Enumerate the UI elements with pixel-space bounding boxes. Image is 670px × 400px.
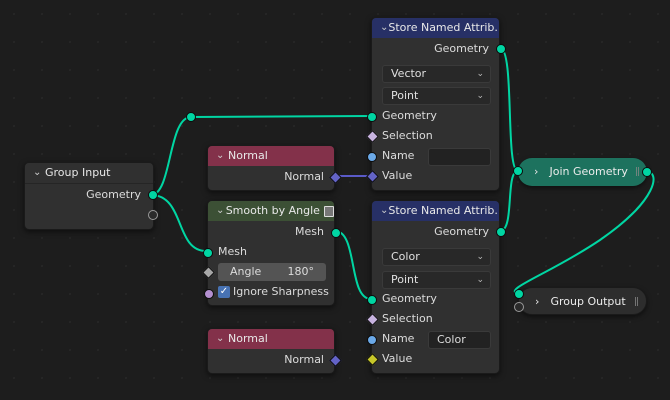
store-1-geometry-input-socket[interactable] <box>367 112 377 122</box>
angle-slider[interactable]: Angle 180° <box>218 263 326 281</box>
join-geometry-input-socket[interactable] <box>513 166 523 176</box>
join-geometry-output-socket[interactable] <box>642 167 652 177</box>
store-1-geometry-output-socket[interactable] <box>496 44 506 54</box>
drag-handle-icon[interactable]: || <box>634 167 640 177</box>
store-named-attribute-node-2[interactable]: ⌄ Store Named Attrib... Geometry Color ⌄… <box>366 200 506 374</box>
link-group-input-to-store1 <box>150 116 192 196</box>
normal-node-2[interactable]: ⌄ Normal Normal <box>207 328 342 374</box>
collapse-chevron-icon[interactable]: ⌄ <box>33 167 42 178</box>
group-input-geometry-socket[interactable] <box>148 190 158 200</box>
group-output-title: Group Output <box>550 295 626 308</box>
store-1-title: Store Named Attrib... <box>388 21 499 34</box>
store-2-title: Store Named Attrib... <box>388 204 499 217</box>
smooth-mesh-input-label: Mesh <box>218 245 247 258</box>
smooth-by-angle-node[interactable]: ⌄ Smooth by Angle Mesh Mesh Angle 180° ✓… <box>202 200 341 306</box>
link-reroute-to-store1 <box>190 115 372 118</box>
link-store1-to-join <box>499 47 519 172</box>
ignore-sharpness-socket[interactable] <box>204 289 214 299</box>
collapse-chevron-icon[interactable]: ⌄ <box>216 205 225 216</box>
store-2-selection-label: Selection <box>382 312 433 325</box>
store-2-name-field[interactable]: Color <box>428 331 491 349</box>
dropdown-chevron-icon: ⌄ <box>476 275 484 285</box>
store-2-header[interactable]: ⌄ Store Named Attrib... <box>372 201 499 221</box>
store-2-geometry-input-label: Geometry <box>382 292 437 305</box>
store-1-name-field[interactable] <box>428 148 491 166</box>
store-1-data-type-value: Vector <box>391 67 427 80</box>
store-1-header[interactable]: ⌄ Store Named Attrib... <box>372 18 499 38</box>
store-2-name-socket[interactable] <box>367 335 377 345</box>
ignore-sharpness-label: Ignore Sharpness <box>233 285 329 298</box>
smooth-mesh-output-socket[interactable] <box>331 228 341 238</box>
join-geometry-title: Join Geometry <box>549 165 628 178</box>
link-smooth-to-store2 <box>334 230 372 300</box>
reroute-point <box>186 112 196 122</box>
link-store2-to-join <box>499 170 519 232</box>
angle-value: 180° <box>287 265 315 278</box>
store-1-domain-value: Point <box>391 89 419 102</box>
store-2-data-type-value: Color <box>391 250 420 263</box>
expand-chevron-icon[interactable]: › <box>535 295 540 308</box>
group-input-geometry-label: Geometry <box>86 188 141 201</box>
store-2-domain-dropdown[interactable]: Point ⌄ <box>382 271 491 289</box>
normal-2-header[interactable]: ⌄ Normal <box>208 329 334 349</box>
store-1-name-label: Name <box>382 149 415 162</box>
dropdown-chevron-icon: ⌄ <box>476 91 484 101</box>
store-2-name-label: Name <box>382 332 415 345</box>
link-group-input-to-smooth <box>150 194 207 252</box>
expand-chevron-icon[interactable]: › <box>534 165 539 178</box>
store-1-domain-dropdown[interactable]: Point ⌄ <box>382 87 491 105</box>
store-1-data-type-dropdown[interactable]: Vector ⌄ <box>382 65 491 83</box>
store-1-value-label: Value <box>382 169 413 182</box>
group-input-node[interactable]: ⌄ Group Input Geometry <box>24 162 158 230</box>
normal-1-title: Normal <box>228 149 268 162</box>
group-output-geometry-socket[interactable] <box>514 289 524 299</box>
normal-2-output-label: Normal <box>284 353 324 366</box>
group-input-title: Group Input <box>45 166 111 179</box>
store-1-geometry-input-label: Geometry <box>382 109 437 122</box>
group-output-node[interactable]: › Group Output || <box>518 287 647 315</box>
dropdown-chevron-icon: ⌄ <box>476 69 484 79</box>
store-named-attribute-node-1[interactable]: ⌄ Store Named Attrib... Geometry Vector … <box>366 17 506 191</box>
group-output-empty-socket[interactable] <box>514 302 524 312</box>
collapse-chevron-icon[interactable]: ⌄ <box>380 22 389 33</box>
smooth-mesh-input-socket[interactable] <box>203 248 213 258</box>
store-1-geometry-output-label: Geometry <box>434 42 489 55</box>
collapse-chevron-icon[interactable]: ⌄ <box>216 333 225 344</box>
store-2-geometry-output-socket[interactable] <box>496 227 506 237</box>
drag-handle-icon[interactable]: || <box>633 297 639 307</box>
join-geometry-node[interactable]: › Join Geometry || <box>518 158 647 186</box>
collapse-chevron-icon[interactable]: ⌄ <box>216 150 225 161</box>
normal-2-title: Normal <box>228 332 268 345</box>
store-2-domain-value: Point <box>391 273 419 286</box>
angle-label: Angle <box>230 265 262 278</box>
node-group-icon[interactable] <box>323 205 334 217</box>
ignore-sharpness-checkbox[interactable]: ✓ <box>218 286 230 298</box>
collapse-chevron-icon[interactable]: ⌄ <box>380 205 389 216</box>
store-2-value-label: Value <box>382 352 413 365</box>
smooth-title: Smooth by Angle <box>225 204 320 217</box>
dropdown-chevron-icon: ⌄ <box>476 252 484 262</box>
store-2-geometry-output-label: Geometry <box>434 225 489 238</box>
store-1-selection-label: Selection <box>382 129 433 142</box>
smooth-header[interactable]: ⌄ Smooth by Angle <box>208 201 334 221</box>
store-1-name-socket[interactable] <box>367 152 377 162</box>
normal-1-header[interactable]: ⌄ Normal <box>208 146 334 166</box>
group-input-empty-socket[interactable] <box>148 210 158 220</box>
store-2-geometry-input-socket[interactable] <box>367 295 377 305</box>
smooth-mesh-output-label: Mesh <box>295 225 324 238</box>
link-join-to-output <box>513 171 655 295</box>
group-input-header[interactable]: ⌄ Group Input <box>25 163 153 184</box>
normal-node-1[interactable]: ⌄ Normal Normal <box>207 145 342 191</box>
normal-1-output-label: Normal <box>284 170 324 183</box>
store-2-data-type-dropdown[interactable]: Color ⌄ <box>382 248 491 266</box>
